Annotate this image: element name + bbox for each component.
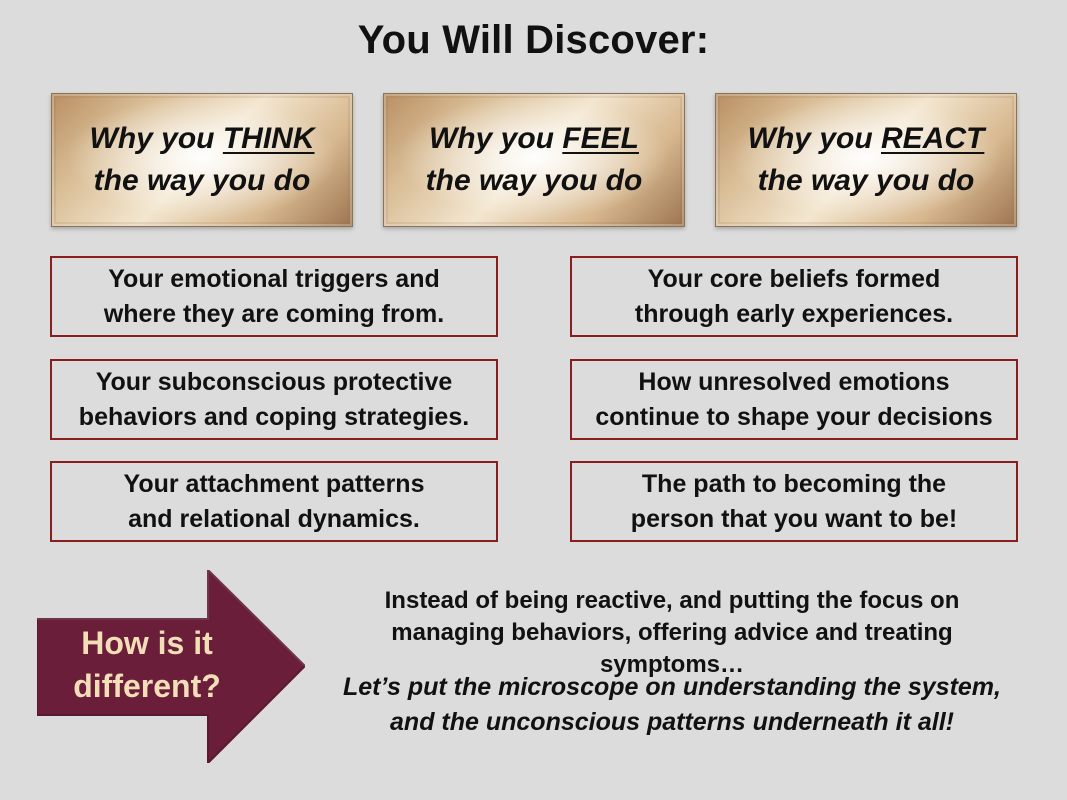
protective-behaviors-box: Your subconscious protective behaviors a… — [50, 359, 498, 440]
difference-emphasis-line-2: and the unconscious patterns underneath … — [390, 708, 954, 736]
arrow-shape — [36, 567, 307, 766]
feel-card-line-1: Why you FEEL — [426, 118, 643, 160]
think-card-line-2: the way you do — [93, 164, 311, 197]
personal-path-line-2: person that you want to be! — [630, 504, 958, 533]
difference-explanation-line-1: Instead of being reactive, and putting t… — [384, 587, 960, 614]
difference-explanation: Instead of being reactive, and putting t… — [322, 585, 1022, 681]
feel-card-line-2: the way you do — [425, 164, 643, 197]
feel-card-emphasis: FEEL — [562, 122, 639, 155]
core-beliefs-line-1: Your core beliefs formed — [647, 264, 941, 293]
attachment-patterns-line-2: and relational dynamics. — [128, 504, 420, 533]
arrow-text: How is it different? — [37, 622, 257, 708]
protective-behaviors-line-1: Your subconscious protective — [95, 367, 453, 396]
arrow-text-line-1: How is it — [81, 625, 213, 661]
unresolved-emotions-line-2: continue to shape your decisions — [595, 402, 993, 431]
unresolved-emotions-line-1: How unresolved emotions — [638, 367, 950, 396]
react-card-line-1: Why you REACT — [748, 118, 985, 160]
attachment-patterns-line-1: Your attachment patterns — [123, 469, 425, 498]
protective-behaviors-line-2: behaviors and coping strategies. — [78, 402, 470, 431]
arrow-text-line-2: different? — [73, 668, 221, 704]
feel-card-prefix: Why you — [428, 122, 563, 155]
feel-card: Why you FEEL the way you do — [383, 93, 685, 227]
core-beliefs-box: Your core beliefs formed through early e… — [570, 256, 1018, 337]
difference-emphasis-line-1: Let’s put the microscope on understandin… — [343, 673, 1001, 701]
unresolved-emotions-box: How unresolved emotions continue to shap… — [570, 359, 1018, 440]
think-card-line-1: Why you THINK — [90, 118, 315, 160]
think-card: Why you THINK the way you do — [51, 93, 353, 227]
think-card-emphasis: THINK — [222, 122, 315, 155]
emotional-triggers-box: Your emotional triggers and where they a… — [50, 256, 498, 337]
react-card-prefix: Why you — [747, 122, 881, 155]
core-beliefs-line-2: through early experiences. — [634, 299, 954, 328]
emotional-triggers-line-1: Your emotional triggers and — [108, 264, 440, 293]
react-card-line-2: the way you do — [757, 164, 975, 197]
attachment-patterns-box: Your attachment patterns and relational … — [50, 461, 498, 542]
personal-path-box: The path to becoming the person that you… — [570, 461, 1018, 542]
react-card-emphasis: REACT — [881, 122, 985, 155]
difference-explanation-line-2: managing behaviors, offering advice and … — [391, 619, 953, 678]
personal-path-line-1: The path to becoming the — [641, 469, 947, 498]
page-title: You Will Discover: — [357, 18, 710, 62]
emotional-triggers-line-2: where they are coming from. — [103, 299, 445, 328]
difference-emphasis: Let’s put the microscope on understandin… — [322, 670, 1022, 740]
difference-arrow — [36, 567, 307, 766]
react-card: Why you REACT the way you do — [715, 93, 1017, 227]
think-card-prefix: Why you — [89, 122, 223, 155]
